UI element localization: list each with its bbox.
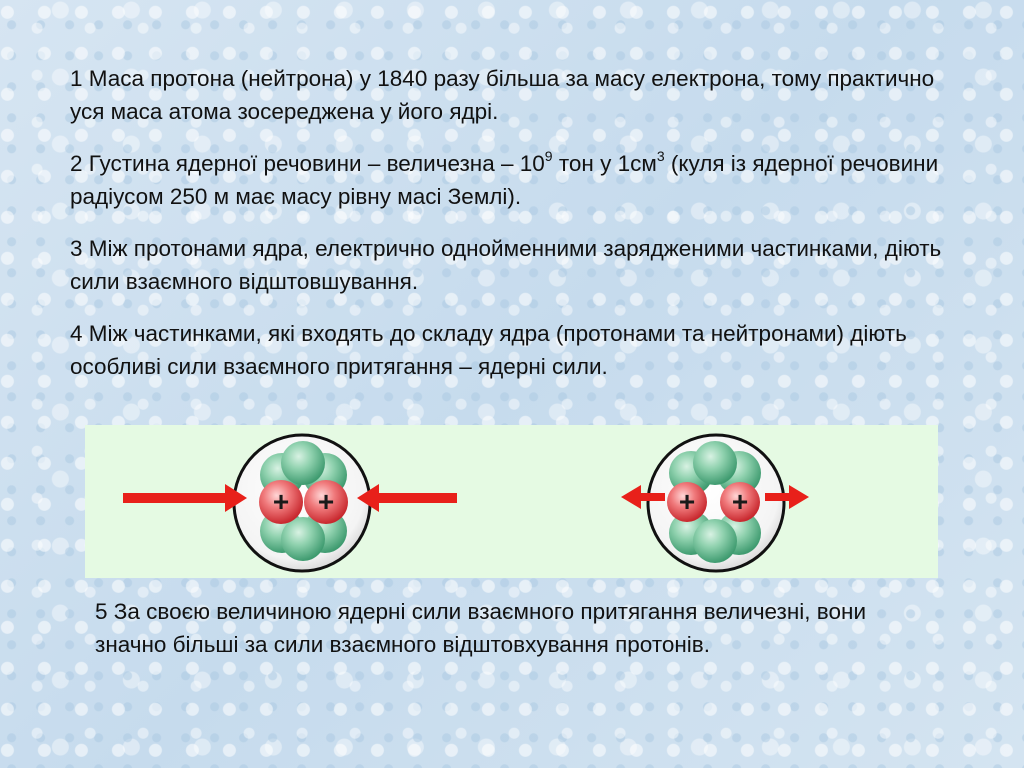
proton [720,482,760,522]
exponent-9: 9 [544,147,553,164]
proton-sign: + [679,486,695,517]
arrow-left-icon [621,485,665,509]
exponent-3: 3 [656,147,665,164]
paragraph-1: 1 Маса протона (нейтрона) у 1840 разу бі… [70,66,935,124]
proton [259,480,303,524]
neutron [693,441,737,485]
paragraph-2-text-a: 2 Густина ядерної речовини – величезна –… [70,151,545,176]
right-neutron-cluster [669,441,761,563]
arrow-right-icon [765,485,809,509]
paragraph-2-text-c: (куля із ядерної речовини радіусом 250 м… [70,151,939,209]
repulsion-arrows-icon [621,485,809,509]
neutron [281,517,325,561]
paragraph-3: 3 Між протонами ядра, електрично однойме… [70,236,942,294]
paragraph-4: 4 Між частинками, які входять до складу … [70,321,907,379]
arrow-right-icon [123,484,247,512]
neutron [693,519,737,563]
paragraph-2-text-b: тон у 1см [552,151,657,176]
left-nucleus: + + [232,433,372,573]
proton [304,480,348,524]
right-nucleus: + + [646,433,786,573]
paragraph-5: 5 За своєю величиною ядерні сили взаємно… [95,599,867,657]
neutron [281,441,325,485]
attraction-arrows-icon [123,484,457,512]
arrow-left-icon [357,484,457,512]
nucleus-forces-illustration: + + + + [85,425,938,578]
proton-sign: + [318,486,334,517]
nucleus-forces-svg: + + + + [123,433,809,573]
proton [667,482,707,522]
proton-sign: + [273,486,289,517]
proton-sign: + [732,486,748,517]
paragraph-2: 2 Густина ядерної речовини – величезна –… [70,147,960,213]
